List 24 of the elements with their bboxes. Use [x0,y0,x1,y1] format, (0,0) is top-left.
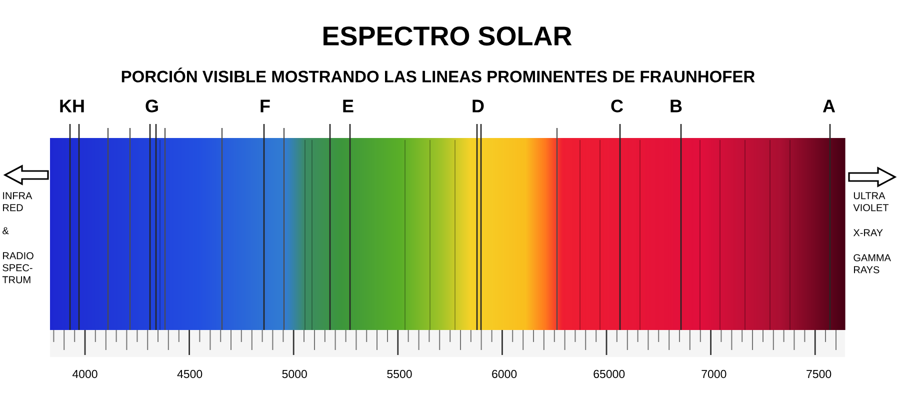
tick-label: 5500 [387,370,412,378]
line-letter: C [611,100,624,112]
tick-label: 6000 [492,370,517,378]
line-letter: E [343,100,354,112]
tick-label: 4500 [177,370,202,378]
side-label: GAMMA RAYS [854,254,891,274]
side-label: X-RAY [853,229,883,236]
side-label: & [2,227,9,234]
subtitle: PORCIÓN VISIBLE MOSTRANDO LAS LINEAS PROMINENTES DE FRAUNHOFER [122,68,755,82]
side-label: ULTRA VIOLET [853,192,889,212]
line-letter: B [670,100,682,112]
line-letter: F [260,100,270,112]
side-label: RADIO SPEC-TRUM [2,252,34,284]
tick-label: 5000 [282,370,307,378]
tick-label: 7000 [702,370,726,378]
title: ESPECTRO SOLAR [324,26,572,46]
line-letter: G [146,100,158,112]
tick-label: 7500 [806,370,832,378]
line-letter: A [822,100,836,112]
line-letter: D [472,100,484,112]
side-label: INFRA RED [3,192,32,212]
tick-label: 65000 [594,370,625,378]
tick-label: 4000 [72,370,98,378]
line-letter: KH [60,100,84,112]
